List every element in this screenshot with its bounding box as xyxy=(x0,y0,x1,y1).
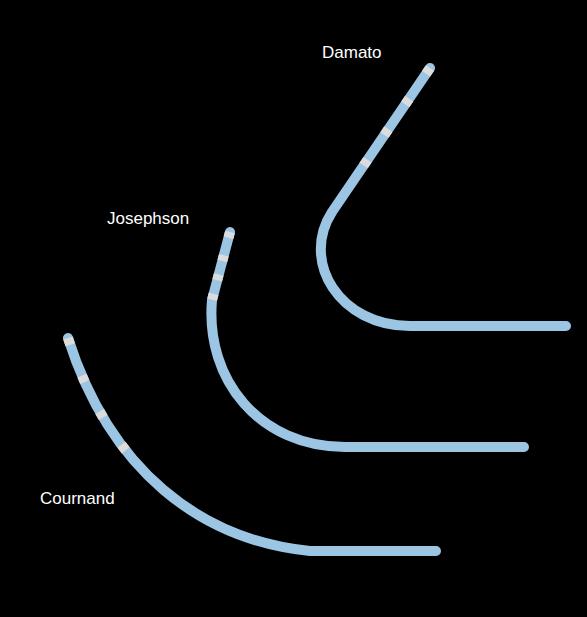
catheter-label: Damato xyxy=(322,43,382,63)
catheter-label: Cournand xyxy=(40,489,115,509)
catheter-label: Josephson xyxy=(107,209,189,229)
electrode-bands xyxy=(321,68,566,326)
damato-catheter xyxy=(321,68,566,326)
cournand-catheter xyxy=(68,338,436,551)
josephson-catheter xyxy=(211,232,524,447)
electrode-bands xyxy=(211,232,524,447)
electrode-bands xyxy=(68,338,436,551)
